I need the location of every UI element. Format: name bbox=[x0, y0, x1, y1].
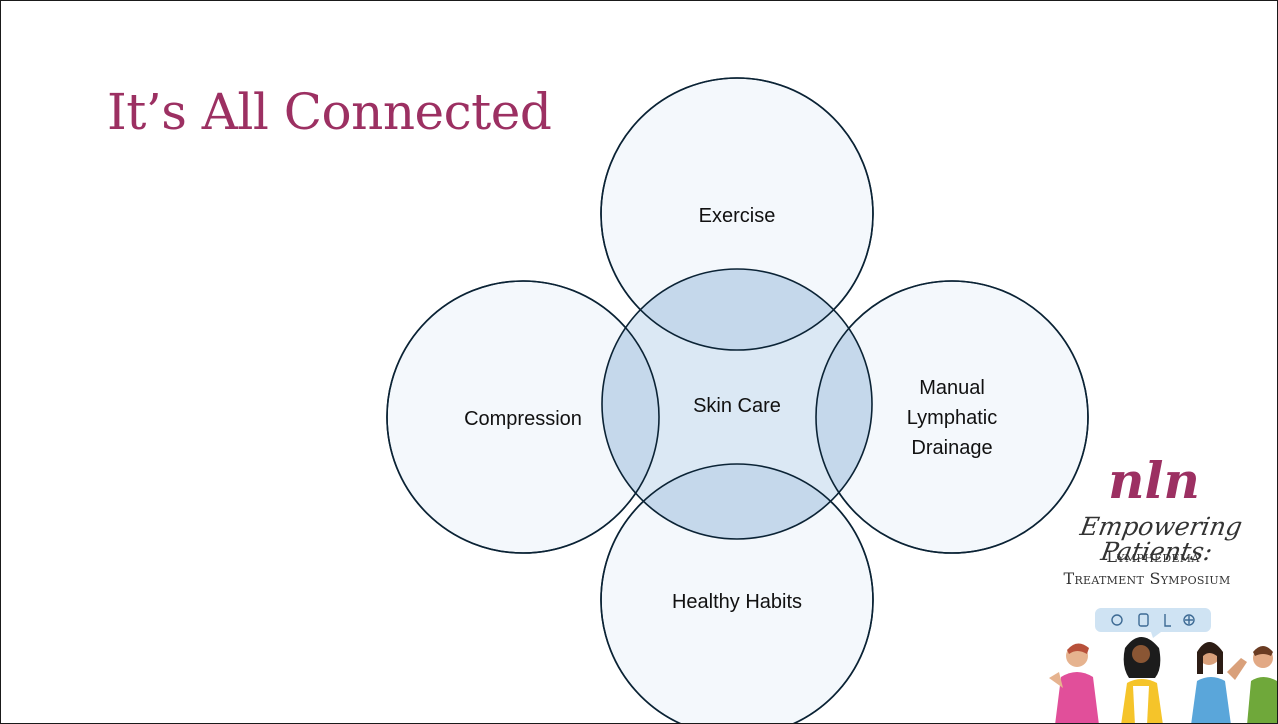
speech-bubble-icons bbox=[1095, 608, 1211, 638]
label-compression: Compression bbox=[464, 408, 582, 430]
label-manual-line-1: Manual bbox=[919, 377, 985, 399]
label-manual-line-2: Lymphatic bbox=[907, 407, 997, 429]
circle-skin-care bbox=[602, 269, 872, 539]
label-manual-line-3: Drainage bbox=[911, 437, 992, 459]
label-exercise: Exercise bbox=[699, 205, 776, 227]
label-skin-care: Skin Care bbox=[693, 395, 781, 417]
nln-logo-mark: nln bbox=[1108, 451, 1200, 510]
label-healthy-habits: Healthy Habits bbox=[672, 591, 802, 613]
logo-line-symposium: Treatment Symposium bbox=[1063, 569, 1231, 588]
symposium-logo: nln Empowering Patients: Lymphedema Trea… bbox=[1031, 451, 1277, 723]
people-illustration bbox=[1049, 637, 1277, 723]
slide-title: It’s All Connected bbox=[107, 83, 552, 141]
logo-line-lymphedema: Lymphedema bbox=[1106, 547, 1200, 566]
circle-outlines bbox=[386, 77, 1089, 723]
